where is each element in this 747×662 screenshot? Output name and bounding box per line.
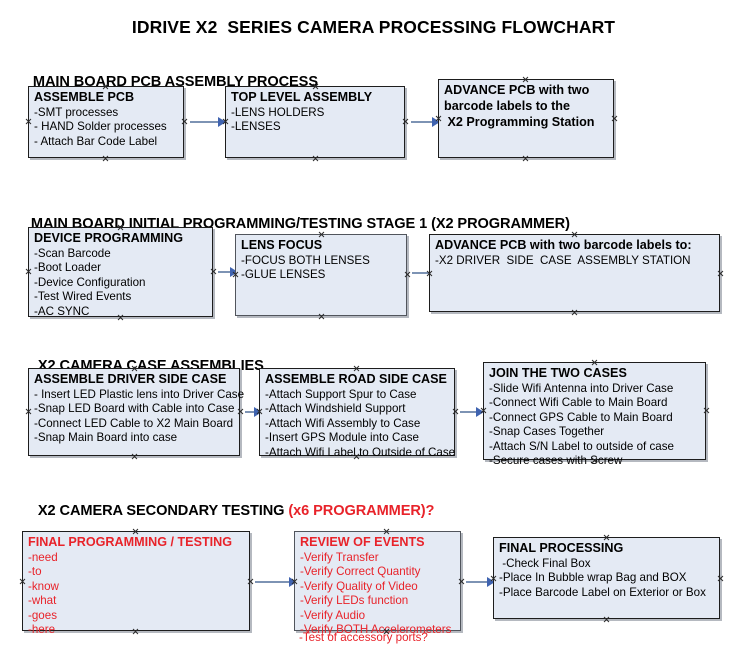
node-line: -Device Configuration	[34, 275, 146, 289]
node-line: -to	[28, 565, 42, 579]
node-title: LENS FOCUS	[241, 238, 323, 252]
node-line: -AC SYNC	[34, 304, 90, 318]
arrow-connector	[466, 577, 495, 587]
node-title: ASSEMBLE PCB	[34, 90, 135, 104]
node-line: -Secure cases with Screw	[489, 454, 623, 468]
node-line: -here	[28, 623, 56, 637]
node-line: -Test Wired Events	[34, 290, 132, 304]
node-line: barcode labels to the	[444, 99, 570, 113]
node-line: -Attach Windshield Support	[265, 402, 406, 416]
node-line: -what	[28, 594, 57, 608]
node-line: - Insert LED Plastic lens into Driver Ca…	[34, 388, 245, 401]
arrow-connector	[218, 267, 238, 277]
node-review-of-events[interactable]: REVIEW OF EVENTS -Verify Transfer -Verif…	[294, 531, 461, 636]
section-heading-4-text: X2 CAMERA SECONDARY TESTING	[37, 503, 289, 519]
node-title: FINAL PROCESSING	[499, 541, 624, 555]
node-line: -Verify Transfer	[300, 551, 379, 564]
node-line: -know	[28, 579, 59, 593]
arrow-connector	[255, 577, 297, 587]
node-line: -LENSES	[231, 120, 281, 134]
node-title: ASSEMBLE ROAD SIDE CASE	[265, 372, 447, 386]
node-join-the-two-cases[interactable]: JOIN THE TWO CASES -Slide Wifi Antenna i…	[483, 362, 706, 467]
node-line: -Snap Cases Together	[489, 425, 605, 439]
section-heading-4: X2 CAMERA SECONDARY TESTING (x6 PROGRAMM…	[30, 487, 435, 519]
node-line: -Verify Audio	[300, 608, 366, 622]
node-line: -Verify Correct Quantity	[300, 565, 421, 579]
node-line: -Verify Quality of Video	[300, 579, 418, 593]
node-line: -Attach Wifi Label to Outside of Case	[265, 445, 456, 459]
node-line: -SMT processes	[34, 106, 119, 119]
arrow-connector	[245, 407, 262, 417]
node-advance-pcb-driver-side[interactable]: ADVANCE PCB with two barcode labels to: …	[429, 234, 720, 312]
node-title: FINAL PROGRAMMING / TESTING	[28, 535, 233, 549]
node-title: REVIEW OF EVENTS	[300, 535, 425, 549]
node-line: -Boot Loader	[34, 261, 102, 275]
node-line: -Place In Bubble wrap Bag and BOX	[499, 571, 687, 585]
node-line: -X2 DRIVER SIDE CASE ASSEMBLY STATION	[435, 254, 691, 267]
node-line: -Verify LEDs function	[300, 594, 409, 608]
node-title: JOIN THE TWO CASES	[489, 366, 627, 380]
node-line: - HAND Solder processes	[34, 120, 167, 134]
node-title: ADVANCE PCB with two	[444, 83, 590, 97]
node-line: -Attach S/N Label to outside of case	[489, 439, 674, 453]
node-assemble-driver-side-case[interactable]: ASSEMBLE DRIVER SIDE CASE - Insert LED P…	[28, 368, 245, 456]
node-line: X2 Programming Station	[444, 115, 595, 129]
node-top-level-assembly[interactable]: TOP LEVEL ASSEMBLY -LENS HOLDERS -LENSES	[225, 86, 405, 158]
node-line: -Insert GPS Module into Case	[265, 431, 420, 445]
node-line: -LENS HOLDERS	[231, 106, 325, 119]
page-title: IDRIVE X2 SERIES CAMERA PROCESSING FLOWC…	[131, 17, 616, 37]
arrow-connector	[460, 407, 484, 417]
node-line: -GLUE LENSES	[241, 268, 326, 282]
node-line: -Attach Wifi Assembly to Case	[265, 416, 421, 430]
node-final-processing[interactable]: FINAL PROCESSING -Check Final Box -Place…	[493, 537, 720, 619]
node-line: - Attach Bar Code Label	[34, 134, 158, 148]
node-assemble-pcb[interactable]: ASSEMBLE PCB -SMT processes - HAND Solde…	[28, 86, 184, 158]
node-line: -Check Final Box	[499, 557, 591, 570]
arrow-connector	[411, 117, 440, 127]
node-title: DEVICE PROGRAMMING	[34, 231, 184, 245]
node-device-programming[interactable]: DEVICE PROGRAMMING -Scan Barcode -Boot L…	[28, 227, 213, 318]
node-final-programming-testing[interactable]: FINAL PROGRAMMING / TESTING -need -to -k…	[22, 531, 250, 636]
node-lens-focus[interactable]: LENS FOCUS -FOCUS BOTH LENSES -GLUE LENS…	[235, 234, 407, 316]
node-advance-pcb-station[interactable]: ADVANCE PCB with two barcode labels to t…	[438, 79, 614, 158]
node-line: -goes	[28, 608, 58, 622]
node-line: -Snap LED Board with Cable into Case	[34, 402, 235, 416]
node-line: -Scan Barcode	[34, 247, 111, 260]
node-line: -Connect LED Cable to X2 Main Board	[34, 416, 234, 430]
arrow-connector	[190, 117, 226, 127]
node-line: -Attach Support Spur to Case	[265, 388, 417, 401]
node-title: TOP LEVEL ASSEMBLY	[231, 90, 373, 104]
node-title: ADVANCE PCB with two barcode labels to:	[435, 238, 692, 252]
node-line: -Verify BOTH Accelerometers	[300, 623, 452, 637]
node-line: -Slide Wifi Antenna into Driver Case	[489, 382, 674, 395]
node-line: -Connect GPS Cable to Main Board	[489, 410, 673, 424]
node-line: -Place Barcode Label on Exterior or Box	[499, 585, 706, 599]
node-line: -FOCUS BOTH LENSES	[241, 254, 370, 267]
node-assemble-road-side-case[interactable]: ASSEMBLE ROAD SIDE CASE -Attach Support …	[259, 368, 455, 459]
node-title: ASSEMBLE DRIVER SIDE CASE	[34, 372, 227, 386]
node-review-of-events-overflow-line: -Test of accessory ports?	[299, 631, 428, 644]
node-line: -need	[28, 551, 58, 564]
node-line: -Connect Wifi Cable to Main Board	[489, 396, 668, 410]
node-line: -Snap Main Board into case	[34, 431, 178, 445]
section-heading-4-accent: (x6 PROGRAMMER)?	[288, 503, 435, 519]
